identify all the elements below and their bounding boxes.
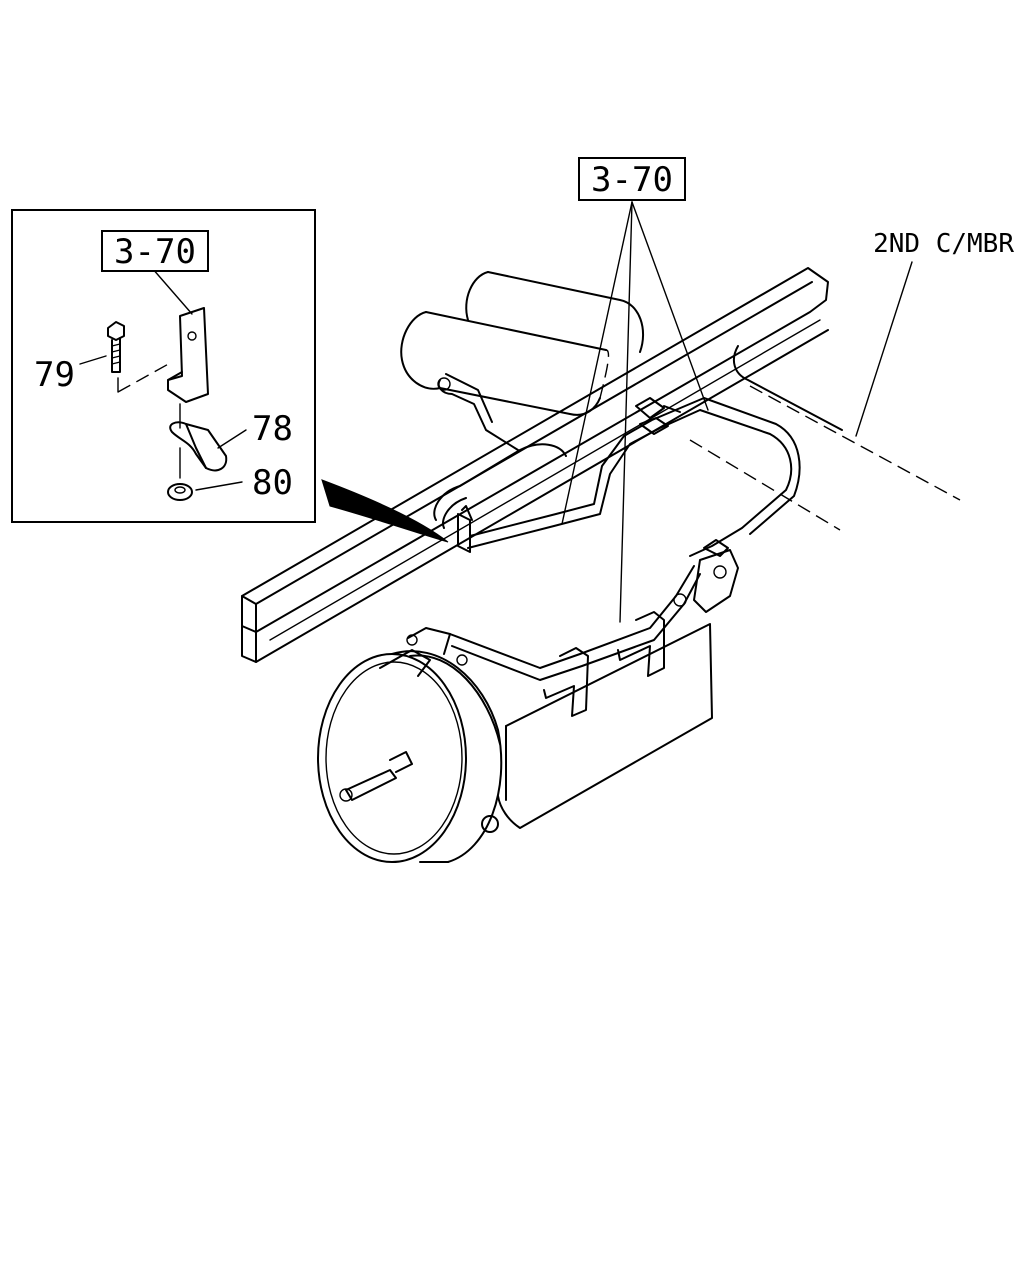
part-number-78: 78 xyxy=(252,409,293,449)
rail-clip xyxy=(457,505,473,553)
air-tank-icon xyxy=(400,271,645,451)
ref-box-main xyxy=(578,157,686,201)
bolt-icon xyxy=(107,321,125,373)
line-clips xyxy=(543,611,665,717)
ref-label-inset: 3-70 xyxy=(114,232,196,272)
part-number-80: 80 xyxy=(252,463,293,503)
bracket-icon xyxy=(635,397,739,613)
brake-chamber-icon xyxy=(317,623,713,863)
callout-leaders xyxy=(561,201,913,623)
member-label: 2ND C/MBR xyxy=(873,229,1014,259)
cross-member xyxy=(689,345,961,531)
clip-icon xyxy=(169,421,228,472)
nut-icon xyxy=(167,483,193,501)
ref-label-main: 3-70 xyxy=(591,160,673,200)
inset-pointer xyxy=(321,479,449,543)
part-number-79: 79 xyxy=(34,355,75,395)
brake-lines xyxy=(433,397,801,681)
frame-rail xyxy=(241,267,829,663)
bracket-icon xyxy=(167,307,209,403)
ref-box-inset xyxy=(101,230,209,272)
